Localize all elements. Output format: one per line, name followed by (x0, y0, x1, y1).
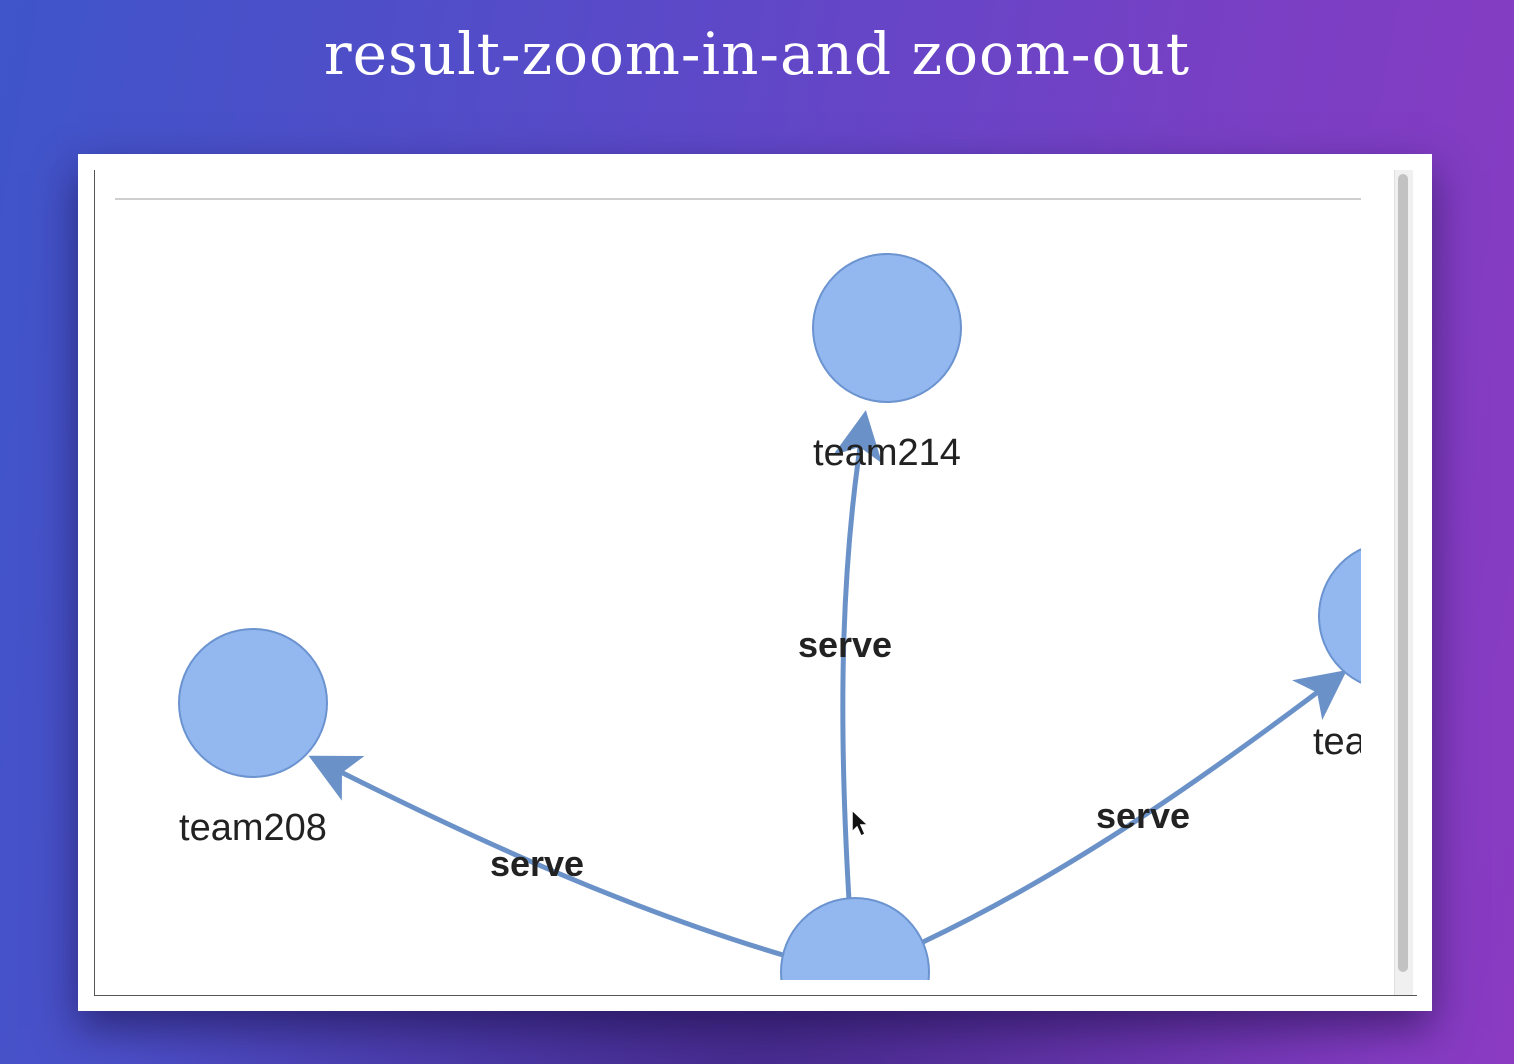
vertical-scrollbar-thumb[interactable] (1398, 174, 1408, 972)
canvas-bottom-mask (95, 980, 1417, 995)
graph-canvas[interactable]: team214 team208 tea serve serve serve (94, 170, 1417, 996)
edge-label-team214: serve (798, 624, 892, 665)
edge-to-team208[interactable] (308, 755, 784, 958)
canvas-top-border (115, 198, 1407, 200)
edge-to-right[interactable] (921, 669, 1347, 945)
node-label-team-right: tea (1313, 721, 1367, 763)
node-label-team208: team208 (179, 807, 327, 849)
mouse-pointer-icon (851, 808, 870, 838)
page-title: result-zoom-in-and zoom-out (323, 20, 1191, 88)
graph-window: team214 team208 tea serve serve serve (78, 154, 1432, 1011)
node-source[interactable] (780, 897, 930, 995)
edge-label-right: serve (1096, 795, 1190, 836)
graph-svg[interactable]: team214 team208 tea serve serve serve (95, 170, 1417, 995)
node-team214[interactable] (812, 253, 962, 403)
edge-to-team214[interactable] (832, 410, 883, 901)
edge-label-team208: serve (490, 843, 584, 884)
node-team208[interactable] (178, 628, 328, 778)
node-label-team214: team214 (813, 432, 961, 474)
